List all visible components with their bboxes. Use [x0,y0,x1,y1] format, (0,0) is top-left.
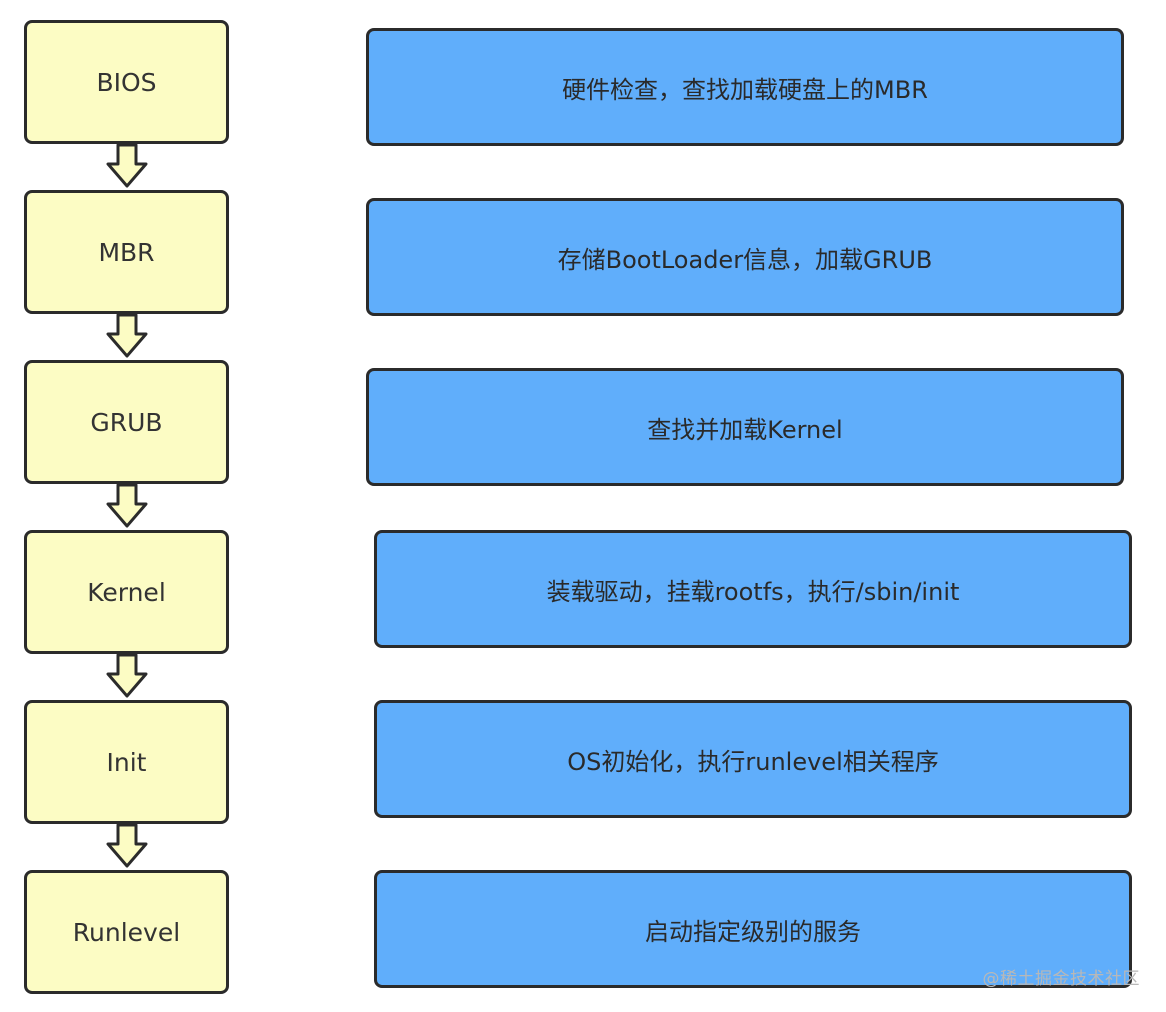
description-box-mbr: 存储BootLoader信息，加载GRUB [366,198,1124,316]
description-box-kernel: 装载驱动，挂载rootfs，执行/sbin/init [374,530,1132,648]
description-text: OS初始化，执行runlevel相关程序 [567,747,939,776]
stage-label: Init [106,747,147,777]
description-box-bios: 硬件检查，查找加载硬盘上的MBR [366,28,1124,146]
stage-label: GRUB [90,407,163,437]
stage-box-init: Init [24,700,229,824]
down-arrow-icon [106,654,148,698]
down-arrow-icon [106,824,148,868]
description-box-grub: 查找并加载Kernel [366,368,1124,486]
description-text: 装载驱动，挂载rootfs，执行/sbin/init [546,577,960,606]
stage-box-mbr: MBR [24,190,229,314]
down-arrow-icon [106,144,148,188]
description-box-init: OS初始化，执行runlevel相关程序 [374,700,1132,818]
description-text: 硬件检查，查找加载硬盘上的MBR [562,75,928,104]
stage-box-grub: GRUB [24,360,229,484]
description-box-runlevel: 启动指定级别的服务 [374,870,1132,988]
description-text: 启动指定级别的服务 [645,917,861,946]
stage-box-bios: BIOS [24,20,229,144]
description-text: 存储BootLoader信息，加载GRUB [557,245,933,274]
stage-label: Kernel [87,577,166,607]
down-arrow-icon [106,314,148,358]
watermark: @稀土掘金技术社区 [982,969,1140,989]
stage-label: MBR [98,237,155,267]
stage-box-kernel: Kernel [24,530,229,654]
description-text: 查找并加载Kernel [647,415,843,444]
down-arrow-icon [106,484,148,528]
stage-box-runlevel: Runlevel [24,870,229,994]
stage-label: BIOS [96,67,157,97]
stage-label: Runlevel [72,917,181,947]
